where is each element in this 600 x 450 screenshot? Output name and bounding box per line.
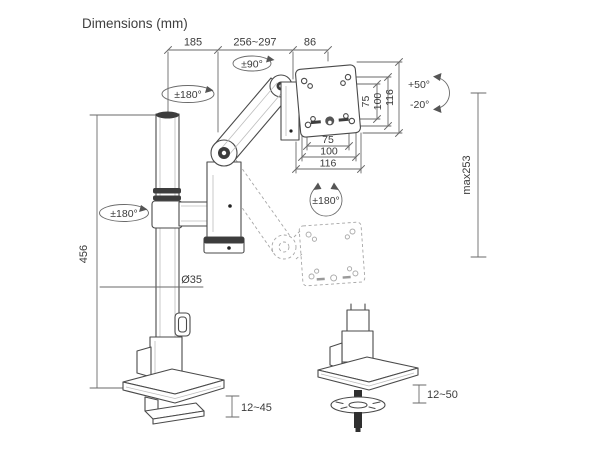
label-vesa-side-100: 100: [372, 93, 384, 111]
dim-grommet-thickness: [412, 384, 427, 404]
monitor-arm-drawing: [122, 64, 419, 432]
label-tilt-up: +50°: [408, 79, 430, 91]
label-tilt-down: -20°: [410, 99, 429, 111]
label-vesa-side-75: 75: [360, 96, 372, 108]
dim-vesa-side: [350, 58, 403, 137]
rotation-annotations: [99, 55, 450, 222]
dimension-annotations: [89, 46, 487, 418]
label-top-segment-3: 86: [304, 37, 316, 49]
vesa-plate: [295, 64, 361, 138]
pole-swivel-arrow: [161, 85, 215, 103]
vesa-rotation-arrow: [309, 182, 343, 217]
dim-clamp-thickness: [225, 395, 240, 418]
elbow-joint: [203, 161, 245, 254]
label-vesa-bottom-75: 75: [322, 134, 334, 146]
grommet-base: [317, 303, 419, 432]
arm-swivel-arrow: [99, 204, 149, 222]
dim-max-height-adjust: [470, 92, 487, 258]
gas-spring-arm: [210, 74, 293, 167]
label-height-adjustment: max253: [461, 155, 473, 194]
label-pole-height: 456: [78, 245, 90, 263]
vesa-head-bracket: [280, 81, 300, 141]
label-clamp-range: 12~45: [241, 402, 272, 414]
joint-swivel-arrow: [232, 55, 275, 72]
page-title: Dimensions (mm): [82, 16, 188, 31]
dim-top-width: [164, 46, 332, 133]
label-vesa-bottom-116: 116: [320, 158, 337, 170]
label-vesa-side-116: 116: [384, 89, 396, 106]
label-vesa-bottom-100: 100: [320, 146, 338, 158]
label-top-segment-1: 185: [184, 37, 202, 49]
label-pole-swivel: ±180°: [174, 89, 201, 101]
ghost-arm: [219, 159, 303, 260]
label-pole-diameter: Ø35: [181, 274, 202, 286]
tilt-arrow: [433, 73, 450, 113]
label-arm-swivel: ±180°: [110, 208, 137, 220]
ghost-vesa-plate: [298, 221, 366, 287]
label-top-segment-2: 256~297: [233, 37, 276, 49]
pole-collar: [151, 188, 183, 229]
label-vesa-rotation: ±180°: [312, 195, 339, 207]
clamp-base: [122, 312, 225, 425]
label-joint-swivel: ±90°: [241, 59, 263, 71]
label-grommet-range: 12~50: [427, 389, 458, 401]
dim-pole-height: [89, 114, 157, 389]
